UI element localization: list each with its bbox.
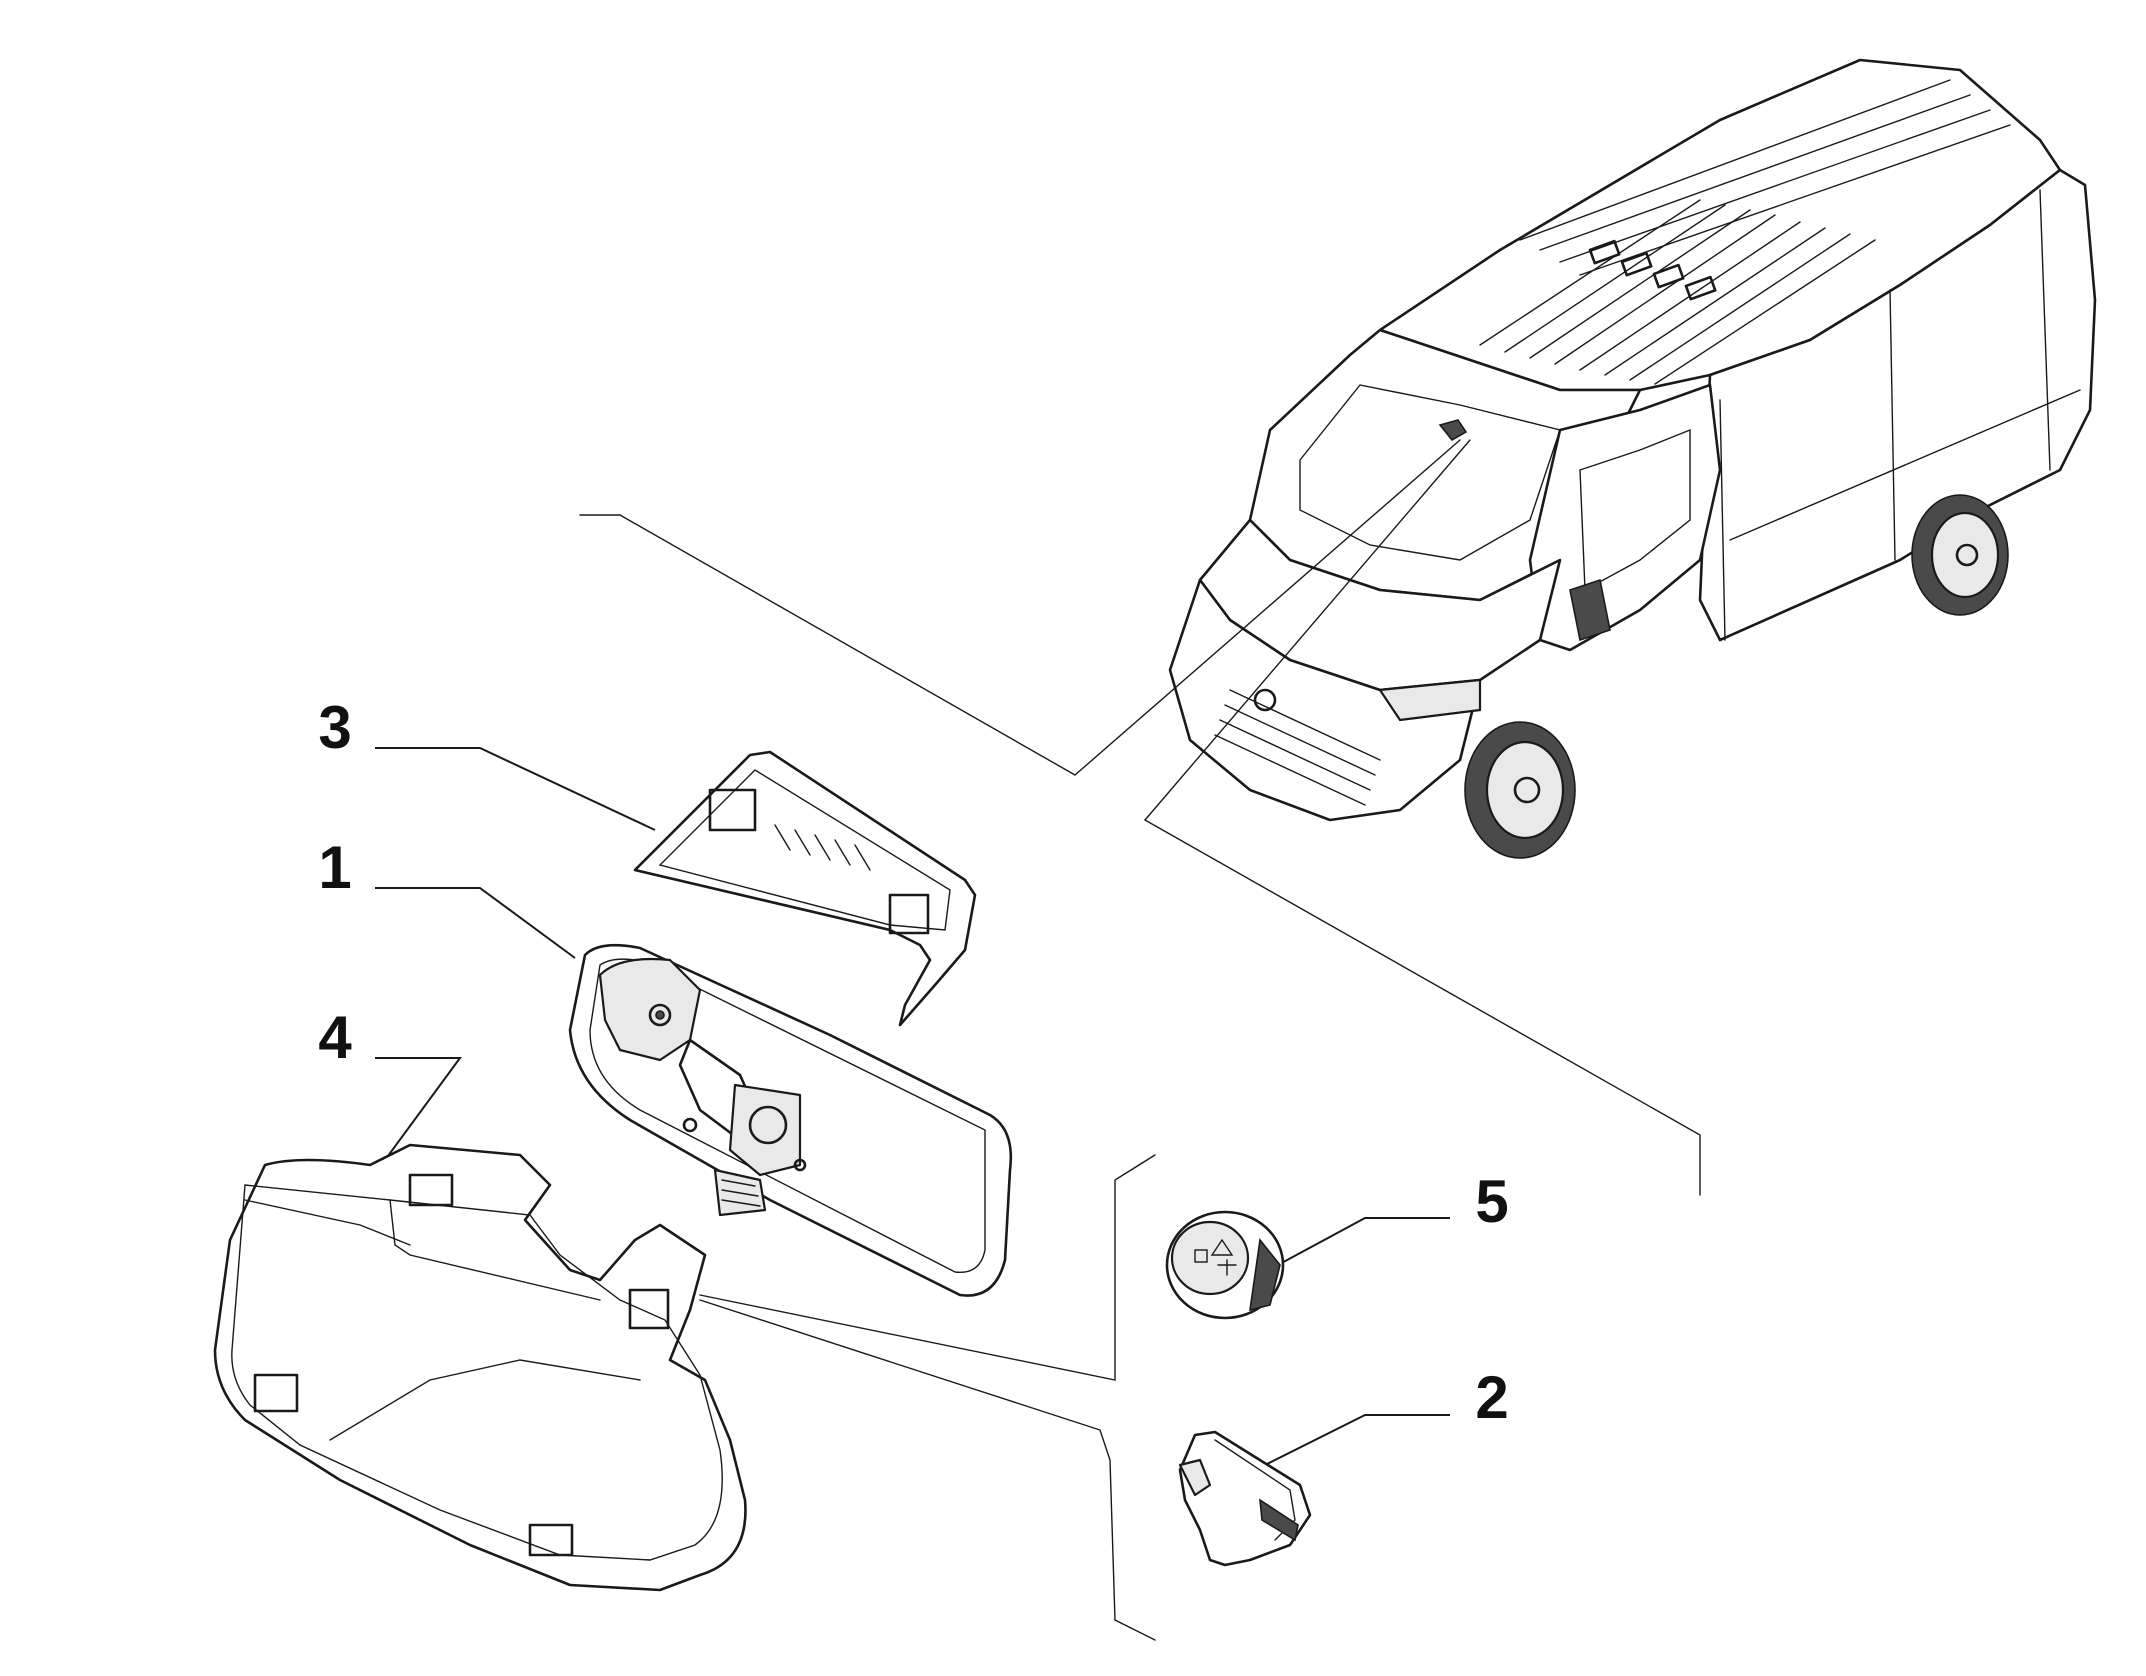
part-3-mirror-cover: [633, 750, 977, 1027]
callout-4: 4: [318, 1004, 352, 1071]
part-4-mirror-housing: [213, 1143, 747, 1592]
callout-labels: 3 1 4 5 2: [318, 694, 1508, 1431]
rear-wheel: [1911, 494, 2009, 616]
van-illustration: [1168, 58, 2097, 859]
leader-lines: [375, 439, 1701, 1641]
callout-3: 3: [318, 694, 351, 761]
callout-1: 1: [318, 834, 351, 901]
part-5-rain-sensor: [1165, 1210, 1285, 1320]
part-2-connector-cap: [1178, 1430, 1312, 1567]
front-wheel: [1464, 721, 1576, 859]
callout-2: 2: [1475, 1364, 1508, 1431]
part-1-rearview-mirror: [568, 943, 1013, 1297]
callout-5: 5: [1475, 1168, 1508, 1235]
